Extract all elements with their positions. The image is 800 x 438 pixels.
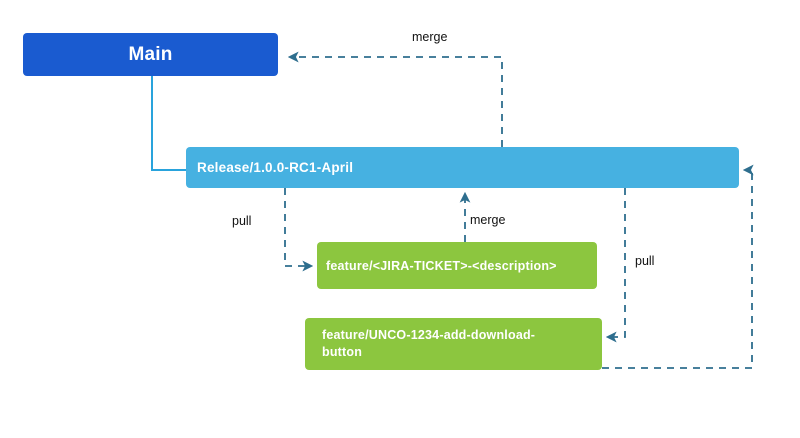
node-feature-2-label-line-2: button — [322, 345, 363, 359]
node-feature-branch-template[interactable]: feature/<JIRA-TICKET>-<description> — [317, 242, 597, 289]
node-release-label: Release/1.0.0-RC1-April — [197, 160, 354, 175]
connector-release-to-feature2-pull — [605, 188, 626, 343]
node-feature-1-label: feature/<JIRA-TICKET>-<description> — [326, 258, 557, 273]
node-feature-2-label-line-1: feature/UNCO-1234-add-download- — [322, 328, 536, 343]
node-feature-branch-unco-1234[interactable]: feature/UNCO-1234-add-download- button — [305, 318, 602, 370]
edge-label-merge-from-feature-1: merge — [470, 213, 506, 227]
connector-release-to-feature1-pull — [284, 188, 314, 272]
edge-label-pull-to-feature-1: pull — [232, 214, 252, 228]
node-feature-2-label-wrapper: feature/UNCO-1234-add-download- button — [322, 327, 535, 361]
connector-feature2-to-release-merge — [602, 164, 754, 369]
node-main-label: Main — [128, 43, 173, 65]
node-release-branch[interactable]: Release/1.0.0-RC1-April — [186, 147, 739, 188]
edge-label-pull-to-feature-2: pull — [635, 254, 655, 268]
edge-label-merge-to-main: merge — [412, 30, 448, 44]
node-main-branch[interactable]: Main — [23, 33, 278, 76]
connector-release-to-main-merge — [287, 51, 503, 147]
connector-main-to-release — [151, 76, 186, 171]
